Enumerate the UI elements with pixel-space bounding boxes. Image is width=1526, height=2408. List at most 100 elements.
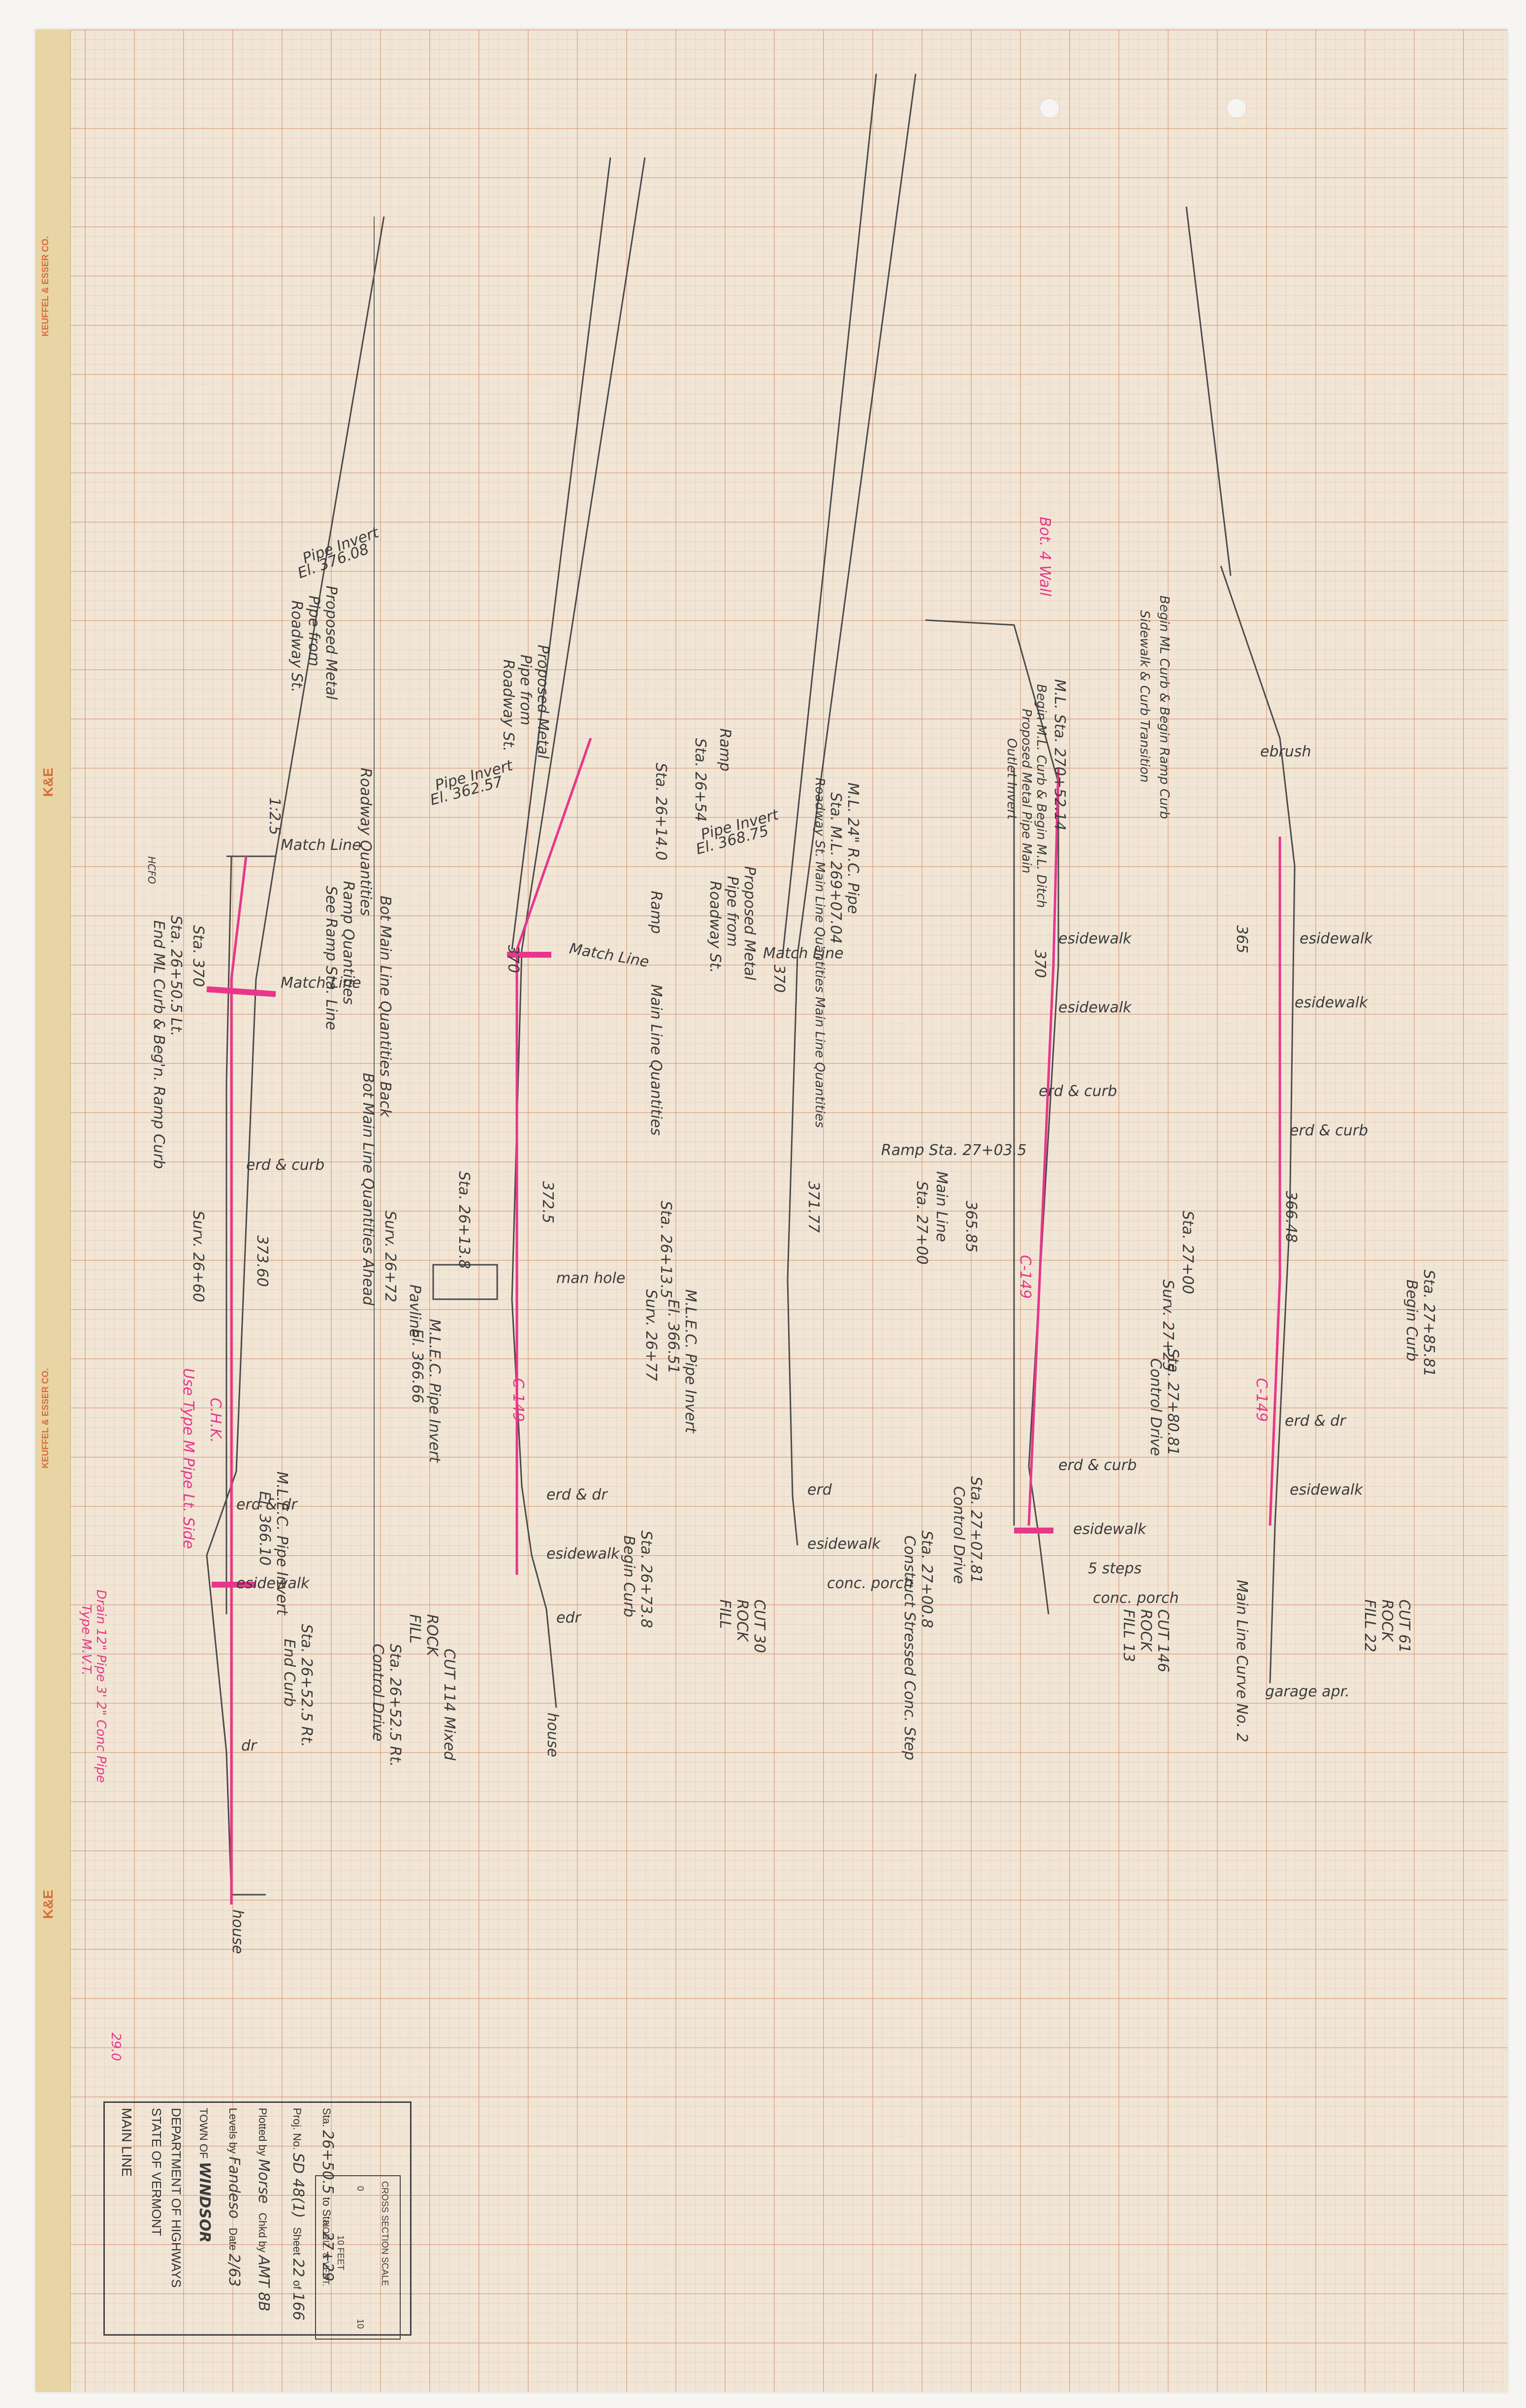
match-line-label: Match Line — [763, 945, 844, 962]
match-line-label: Match Line — [281, 837, 361, 854]
scale-ten: 10 — [355, 2319, 365, 2329]
esidewalk-label: esidewalk — [1300, 930, 1373, 947]
begin-ml-label: Begin ML Curb & Begin Ramp Curb — [1157, 595, 1172, 819]
pink-check-label: C.H.K. — [207, 1398, 224, 1443]
sta-label: Sta. 26+13.8 — [455, 1171, 473, 1269]
esidewalk-label: esidewalk — [1058, 999, 1132, 1016]
cut-value: CUT 61 — [1396, 1599, 1413, 1653]
rock-label: ROCK — [1137, 1609, 1154, 1652]
surv-label: Surv. 26+72 — [382, 1211, 399, 1303]
ml-ec-elevation: El. 366.66 — [409, 1329, 426, 1404]
drawing-sheet: KEUFFEL & ESSER CO. K&E KEUFFEL & ESSER … — [35, 30, 1507, 2392]
begin-ml-label: Begin M.L. Curb & Begin M.L. Ditch — [1034, 684, 1049, 908]
erd-curb-label: erd & curb — [246, 1157, 325, 1174]
end-station-label: Sta. 26+52.5 Rt. — [298, 1624, 315, 1748]
title-block: MAIN LINE STATE OF VERMONT DEPARTMENT OF… — [103, 2101, 412, 2336]
steps-label: 5 steps — [1088, 1560, 1142, 1577]
station-label: 370 — [1031, 950, 1049, 978]
sta3-label: Sta. 27+00.8 — [918, 1531, 935, 1628]
department-label: DEPARTMENT OF HIGHWAYS — [169, 2108, 184, 2288]
proposed-metal-label: Proposed Metal — [534, 645, 551, 759]
outlet-invert-label: Outlet Invert — [1004, 738, 1019, 820]
sta-label: Sta. 26+14.0 — [652, 763, 669, 861]
rock-label: ROCK — [423, 1614, 441, 1657]
end-ml-curb-label: End ML Curb & Beg'n. Ramp Curb — [150, 920, 167, 1169]
ml-ec-elevation: El. 366.51 — [665, 1299, 682, 1374]
section-5-ground-line — [1220, 565, 1296, 1684]
sta-label: Sta. 26+50.5 Lt. — [167, 915, 185, 1036]
erd-curb-label: erd & curb — [1290, 1122, 1368, 1139]
sta2-label: Sta. 27+80.81 — [1164, 1348, 1181, 1456]
pink-margin-note: Type M.V.T. — [79, 1604, 94, 1676]
fill-label: FILL 13 — [1120, 1609, 1137, 1662]
surv-label: Surv. 26+60 — [190, 1211, 207, 1303]
ml-station-label: M.L. Sta. 270+52.14 — [1051, 679, 1068, 831]
control-drive-label: Control Drive — [1147, 1358, 1164, 1456]
left-margin-strip: KEUFFEL & ESSER CO. K&E KEUFFEL & ESSER … — [35, 30, 71, 2392]
erd-curb-label: erd & curb — [1039, 1083, 1117, 1100]
station-label: Sta. 370 — [190, 925, 207, 987]
main-line-back-label: Bot Main Line Quantities Back — [377, 896, 394, 1118]
esidewalk-label: esidewalk — [546, 1545, 620, 1563]
pink-check-label: C-149 — [509, 1378, 527, 1422]
ramp-station: Sta. 26+54 — [692, 738, 709, 822]
roadway-label: Roadway St. — [288, 600, 305, 693]
pink-check-label: C-149 — [1017, 1255, 1034, 1299]
esidewalk-label: esidewalk — [807, 1535, 881, 1553]
proposed-metal-label: Proposed Metal — [322, 586, 340, 700]
see-ramp-line-label: See Ramp Sta. Line — [322, 886, 340, 1031]
pink-note: Use Type M Pipe Lt. Side — [180, 1368, 197, 1549]
pipe-from-label: Pipe from — [724, 876, 741, 947]
section-3-ground-line — [787, 73, 917, 1546]
cut-value: CUT 30 — [751, 1599, 768, 1653]
esidewalk-label: esidewalk — [1073, 1521, 1146, 1538]
elevation-value: 372.5 — [539, 1181, 556, 1223]
elevation-value: 366.48 — [1282, 1191, 1300, 1243]
levels-label: Levels by Fandeso Date 2/63 — [225, 2108, 243, 2287]
ml-station-label: Sta. M.L. 269+07.04 — [827, 792, 844, 944]
rock-label: ROCK — [1378, 1599, 1396, 1642]
house-label: house — [229, 1909, 246, 1954]
ramp-label-2: Ramp — [647, 891, 665, 934]
fill-label: FILL — [406, 1614, 423, 1644]
main-line-label: Main Line — [933, 1171, 950, 1242]
state-label: STATE OF VERMONT — [149, 2108, 164, 2236]
begin-curb-label: Begin Curb — [620, 1535, 637, 1618]
roadway-label: Roadway St. — [500, 659, 517, 752]
begin-sta-label: Sta. 26+73.8 — [637, 1531, 655, 1628]
end-curb-label: End Curb — [281, 1639, 298, 1707]
construct-label: Construct Stressed Conc. Step — [901, 1535, 918, 1760]
section-1-ground-line — [206, 216, 385, 1895]
cut-value: CUT 114 Mixed — [441, 1649, 458, 1761]
main-line-title: MAIN LINE — [119, 2108, 134, 2177]
cut-value: CUT 146 — [1154, 1609, 1172, 1673]
end-sta-label: Sta. 27+85.81 — [1420, 1270, 1437, 1377]
esidewalk-label: esidewalk — [236, 1575, 310, 1592]
sta-label-b: Sta. 26+13.5 — [657, 1201, 674, 1299]
pipe-from-label: Pipe from — [305, 595, 322, 666]
man-hole-label: man hole — [556, 1270, 626, 1287]
erd-label: erd — [807, 1481, 832, 1499]
match-line-label: Match Line — [281, 974, 361, 992]
sidewalk-transition-label: Sidewalk & Curb Transition — [1137, 610, 1152, 783]
ramp-quantities-label: Ramp Quantities — [340, 881, 357, 1005]
erd-dr-label: erd & dr — [236, 1496, 297, 1513]
section-1-grade-line — [225, 856, 232, 1614]
section-4-ground-line — [925, 619, 1059, 1615]
dr-label: dr — [241, 1737, 257, 1754]
ml-ec-invert-label: M.L.E.C. Pipe Invert — [273, 1471, 290, 1615]
control-drive-label: Control Drive — [369, 1644, 386, 1742]
pink-margin-note: 29.0 — [108, 2033, 123, 2061]
ml-ec-invert-label: M.L.E.C. Pipe Invert — [682, 1289, 699, 1433]
main-line-quantities-label: Main Line Quantities — [647, 984, 665, 1136]
scale-box: CROSS SECTION SCALE 0 10 10 FEET HORIZ. … — [315, 2175, 401, 2340]
edr-label: edr — [556, 1609, 581, 1626]
garage-apron-label: garage apr. — [1265, 1683, 1350, 1700]
section-2-grade-line — [511, 157, 611, 950]
project-label: Proj. No. SD 48(1) Sheet 22 of 166 — [289, 2108, 307, 2321]
sta2-label: Sta. 27+07.81 — [967, 1476, 985, 1584]
punch-hole — [1227, 98, 1246, 118]
esidewalk-label: esidewalk — [1295, 994, 1368, 1011]
section-2-ground-line — [511, 157, 646, 1708]
